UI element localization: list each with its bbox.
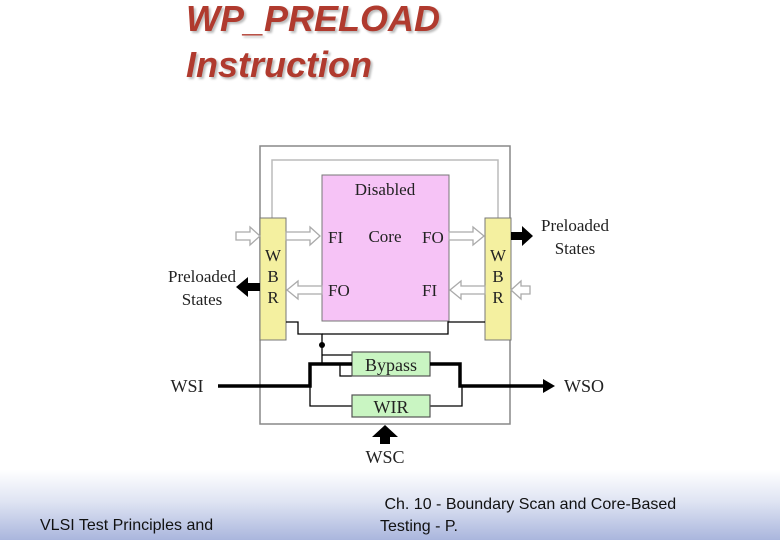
preloaded-left-label-1: Preloaded — [168, 267, 236, 286]
preloaded-arrow-right — [511, 226, 533, 246]
scan-chain-wires — [286, 321, 485, 407]
hollow-arrow-core-fi — [285, 225, 321, 247]
footer-left-text: VLSI Test Principles and — [40, 517, 214, 534]
preloaded-arrow-left — [236, 277, 260, 297]
wsi-label: WSI — [171, 376, 204, 396]
wbr-right — [484, 217, 512, 341]
core-fi-right: FI — [422, 281, 437, 300]
preloaded-right-label-1: Preloaded — [541, 216, 609, 235]
wbr-right-b: B — [492, 267, 503, 286]
title-line-2: Instruction — [186, 44, 372, 85]
wrapper-inner-loop — [271, 159, 499, 218]
preloaded-left-label-2: States — [182, 290, 223, 309]
wbr-left-r: R — [267, 288, 279, 307]
core-fo-right: FO — [422, 228, 444, 247]
preloaded-right-label-2: States — [555, 239, 596, 258]
wir-label: WIR — [374, 397, 409, 417]
wso-arrowhead — [543, 379, 555, 393]
footer-band — [0, 470, 780, 540]
title-line-1: WP_PRELOAD — [186, 0, 441, 39]
wbr-right-r: R — [492, 288, 504, 307]
bypass-register — [351, 351, 431, 377]
hollow-arrow-core-fi-right — [448, 279, 486, 301]
wsi-to-wso-path — [218, 362, 545, 388]
core-box — [321, 174, 450, 322]
footer-right-text: Ch. 10 - Boundary Scan and Core-Based Te… — [380, 496, 677, 535]
wbr-left-b: B — [267, 267, 278, 286]
hollow-arrow-core-fo-right — [448, 225, 486, 247]
core-disabled-label: Disabled — [355, 180, 416, 199]
hollow-arrow-core-fo-left — [285, 279, 323, 301]
core-fi-left: FI — [328, 228, 343, 247]
wso-label: WSO — [564, 376, 604, 396]
bypass-label: Bypass — [365, 355, 417, 375]
wrapper-diagram: Disabled Core FI FO FO FI W B R W B R Pr… — [168, 145, 609, 467]
wbr-right-w: W — [490, 246, 507, 265]
wsc-arrow — [372, 425, 398, 444]
wir-register — [351, 394, 431, 418]
wbr-left — [259, 217, 287, 341]
slide-title: WP_PRELOAD Instruction — [186, 0, 440, 88]
scan-chain-junction — [319, 342, 325, 348]
hollow-arrow-left-in — [235, 225, 261, 247]
core-label: Core — [368, 227, 401, 246]
wsc-label: WSC — [365, 447, 404, 467]
wbr-left-w: W — [265, 246, 282, 265]
core-fo-left: FO — [328, 281, 350, 300]
hollow-arrow-right-in — [510, 279, 531, 301]
